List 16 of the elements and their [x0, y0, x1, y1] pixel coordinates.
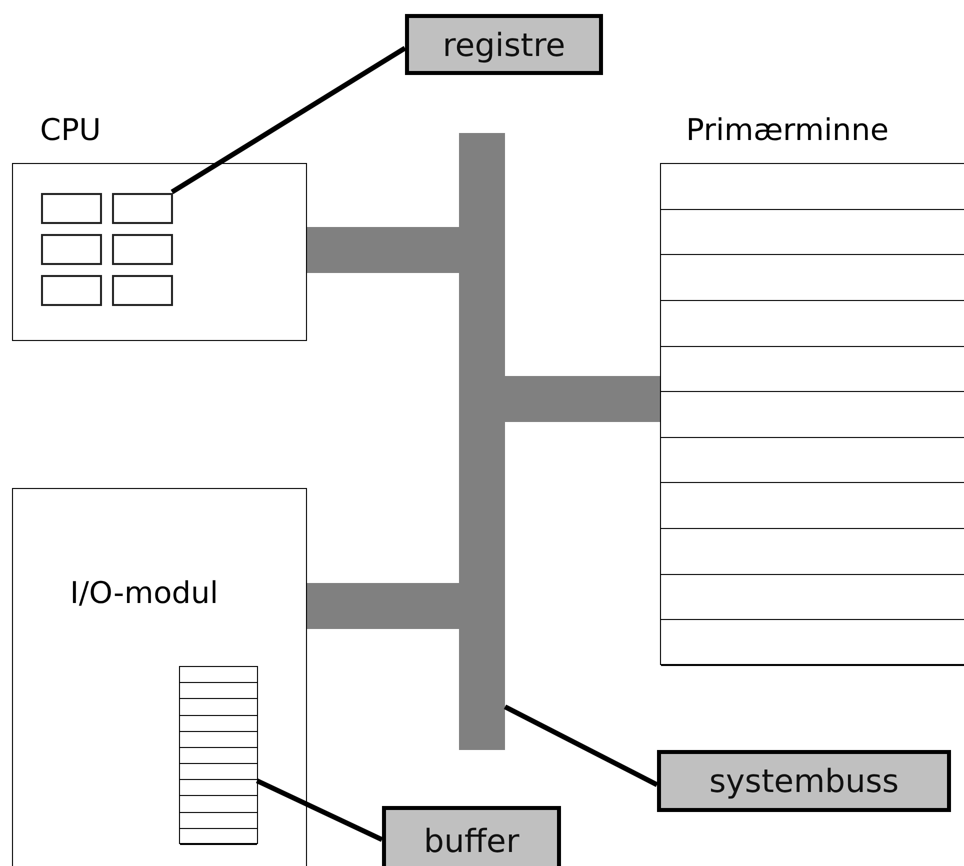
box-heading: Primærminne — [686, 113, 889, 148]
leader-line — [504, 704, 658, 787]
callout-label: buffer — [382, 806, 561, 866]
system-bus-bar — [459, 133, 505, 750]
register-group — [41, 193, 173, 306]
bus-connection — [307, 227, 459, 273]
callout-label: systembuss — [657, 750, 951, 812]
leader-line — [256, 778, 384, 842]
buffer-stack — [179, 666, 258, 844]
bus-connection — [505, 376, 660, 422]
io-module-box — [12, 488, 307, 866]
box-heading: CPU — [40, 113, 101, 148]
box-label: I/O-modul — [70, 576, 218, 611]
callout-label: registre — [405, 14, 603, 75]
leader-line — [170, 46, 406, 194]
bus-connection — [307, 583, 459, 629]
